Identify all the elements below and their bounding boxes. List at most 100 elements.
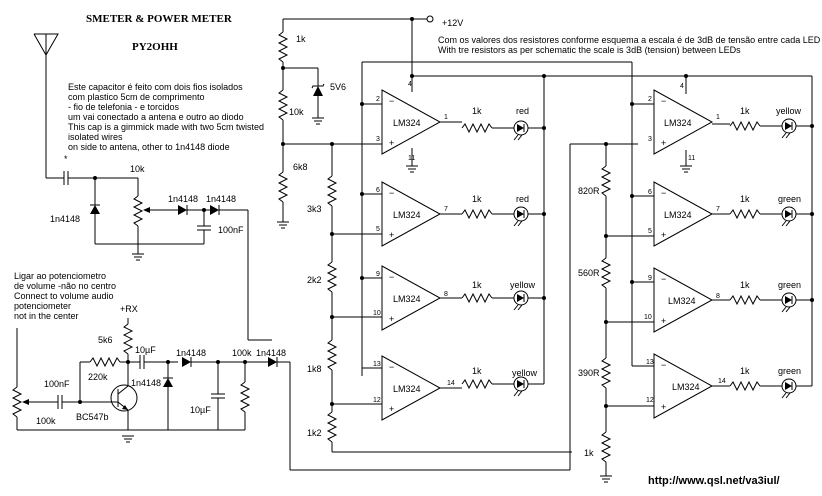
scale-note-en: With tre resistors as per schematic the …: [438, 45, 741, 55]
pin-number: 10: [373, 310, 381, 317]
volume-note: Ligar ao potenciometro de volume -não no…: [14, 271, 116, 321]
diode-label: 1n4148: [168, 194, 198, 204]
led-channel-3: 1k yellow: [440, 280, 544, 311]
pin-number: 12: [373, 397, 381, 404]
ground-symbol: [679, 165, 693, 173]
led-icon: [781, 292, 797, 313]
pin-number: 8: [716, 293, 720, 300]
ladder-resistor-3k3: [327, 175, 337, 207]
note-line: Este capacitor é feito com dois fios iso…: [68, 82, 243, 92]
antenna-icon: [33, 33, 59, 178]
transistor-bc547: [110, 384, 138, 412]
author-callsign: PY2OHH: [132, 41, 178, 53]
pin-number: 7: [444, 206, 448, 213]
res-label: 100k: [232, 348, 252, 358]
led-icon: [513, 290, 529, 311]
ground-symbol: [276, 221, 290, 229]
opamp-label: LM324: [393, 294, 421, 304]
rf-potentiometer: [133, 195, 143, 227]
zener-diode: [311, 83, 325, 96]
reference-resistor-6k8: [278, 171, 288, 203]
supply-terminal: [426, 15, 434, 23]
led-icon: [781, 378, 797, 399]
opamp-label: LM324: [664, 210, 692, 220]
note-line: potenciometer: [14, 301, 71, 311]
res-label: 220k: [88, 372, 108, 382]
rf-pot-label: 10k: [130, 164, 145, 174]
rx-supply-label: +RX: [120, 304, 138, 314]
opamp-3-left: LM324 9 10 8: [373, 265, 448, 331]
cap-label: 100nF: [218, 225, 244, 235]
ladder-resistor-390r: [601, 357, 611, 389]
pin-number: 9: [376, 271, 380, 278]
led-color-label: yellow: [510, 280, 536, 290]
gimmick-cap-marker: *: [64, 154, 68, 164]
pin-number: 4: [408, 81, 412, 88]
opamp-4-left: LM324 13 12 14: [373, 355, 455, 421]
ground-symbol: [311, 117, 325, 125]
pin-number: 8: [444, 291, 448, 298]
rf-rectifier-diode-2: [209, 204, 220, 216]
pin-number: 5: [648, 228, 652, 235]
bias-resistor-220k: [89, 357, 121, 367]
led-color-label: green: [778, 366, 801, 376]
res-label: 1k: [472, 280, 482, 290]
transistor-label: BC547b: [76, 412, 109, 422]
note-line: not in the center: [14, 311, 79, 321]
res-label: 1k: [740, 280, 750, 290]
opamp-label: LM324: [393, 210, 421, 220]
note-line: isolated wires: [68, 132, 123, 142]
pin-number: 2: [648, 96, 652, 103]
opamp-2-right: LM324 6 5 7: [648, 181, 720, 247]
volume-potentiometer: [12, 386, 22, 418]
pin-number: 14: [447, 380, 455, 387]
led-channel-1: 1k red: [440, 106, 544, 141]
diode-label: 1n4148: [176, 348, 206, 358]
opamp-label: LM324: [393, 384, 421, 394]
ground-symbol: [121, 435, 135, 443]
pin-number: 7: [716, 206, 720, 213]
pin-number: 11: [688, 155, 695, 162]
pin-number: 1: [716, 114, 720, 121]
clamp-diode: [162, 377, 174, 388]
ladder-resistor-2k2: [327, 261, 337, 293]
audio-rectifier-diode: [181, 356, 192, 368]
pin-number: 6: [376, 187, 380, 194]
res-label: 820R: [578, 186, 600, 196]
rf-rectifier-diode-1: [177, 204, 188, 216]
source-url: http://www.qsl.net/va3iul/: [648, 475, 780, 487]
schematic-title: SMETER & POWER METER: [86, 13, 233, 25]
diode-label: 1n4148: [131, 378, 161, 388]
opamp-label: LM324: [668, 296, 696, 306]
note-line: com plastico 5cm de comprimento: [68, 92, 205, 102]
led-icon: [513, 206, 529, 227]
res-label: 560R: [578, 268, 600, 278]
led-channel-5: 1k yellow: [712, 106, 812, 139]
pin-number: 13: [646, 359, 654, 366]
opamp-label: LM324: [393, 118, 421, 128]
led-color-label: yellow: [776, 106, 802, 116]
res-label: 1k: [472, 106, 482, 116]
led-channel-4: 1k yellow: [440, 366, 544, 397]
rf-detector-diode: [89, 204, 101, 215]
pin-number: 3: [648, 136, 652, 143]
supply-label: +12V: [442, 18, 463, 28]
res-label: 6k8: [293, 162, 308, 172]
led-channel-8: 1k green: [712, 366, 812, 399]
res-label: 2k2: [307, 275, 322, 285]
led-channel-6: 1k green: [712, 194, 812, 227]
output-diode: [267, 356, 278, 368]
led-color-label: green: [778, 280, 801, 290]
scale-note-pt: Com os valores dos resistores conforme e…: [438, 35, 821, 45]
ladder-resistor-1k: [601, 431, 611, 463]
pot-label: 100k: [36, 416, 56, 426]
cap-label: 100nF: [44, 379, 70, 389]
cap-label: 10µF: [135, 345, 156, 355]
led-color-label: red: [516, 106, 529, 116]
diode-label: 1n4148: [50, 214, 80, 224]
ground-symbol: [131, 253, 145, 261]
opamp-label: LM324: [672, 382, 700, 392]
opamp-1-right: LM324 2 3 1 4 11: [648, 83, 720, 162]
